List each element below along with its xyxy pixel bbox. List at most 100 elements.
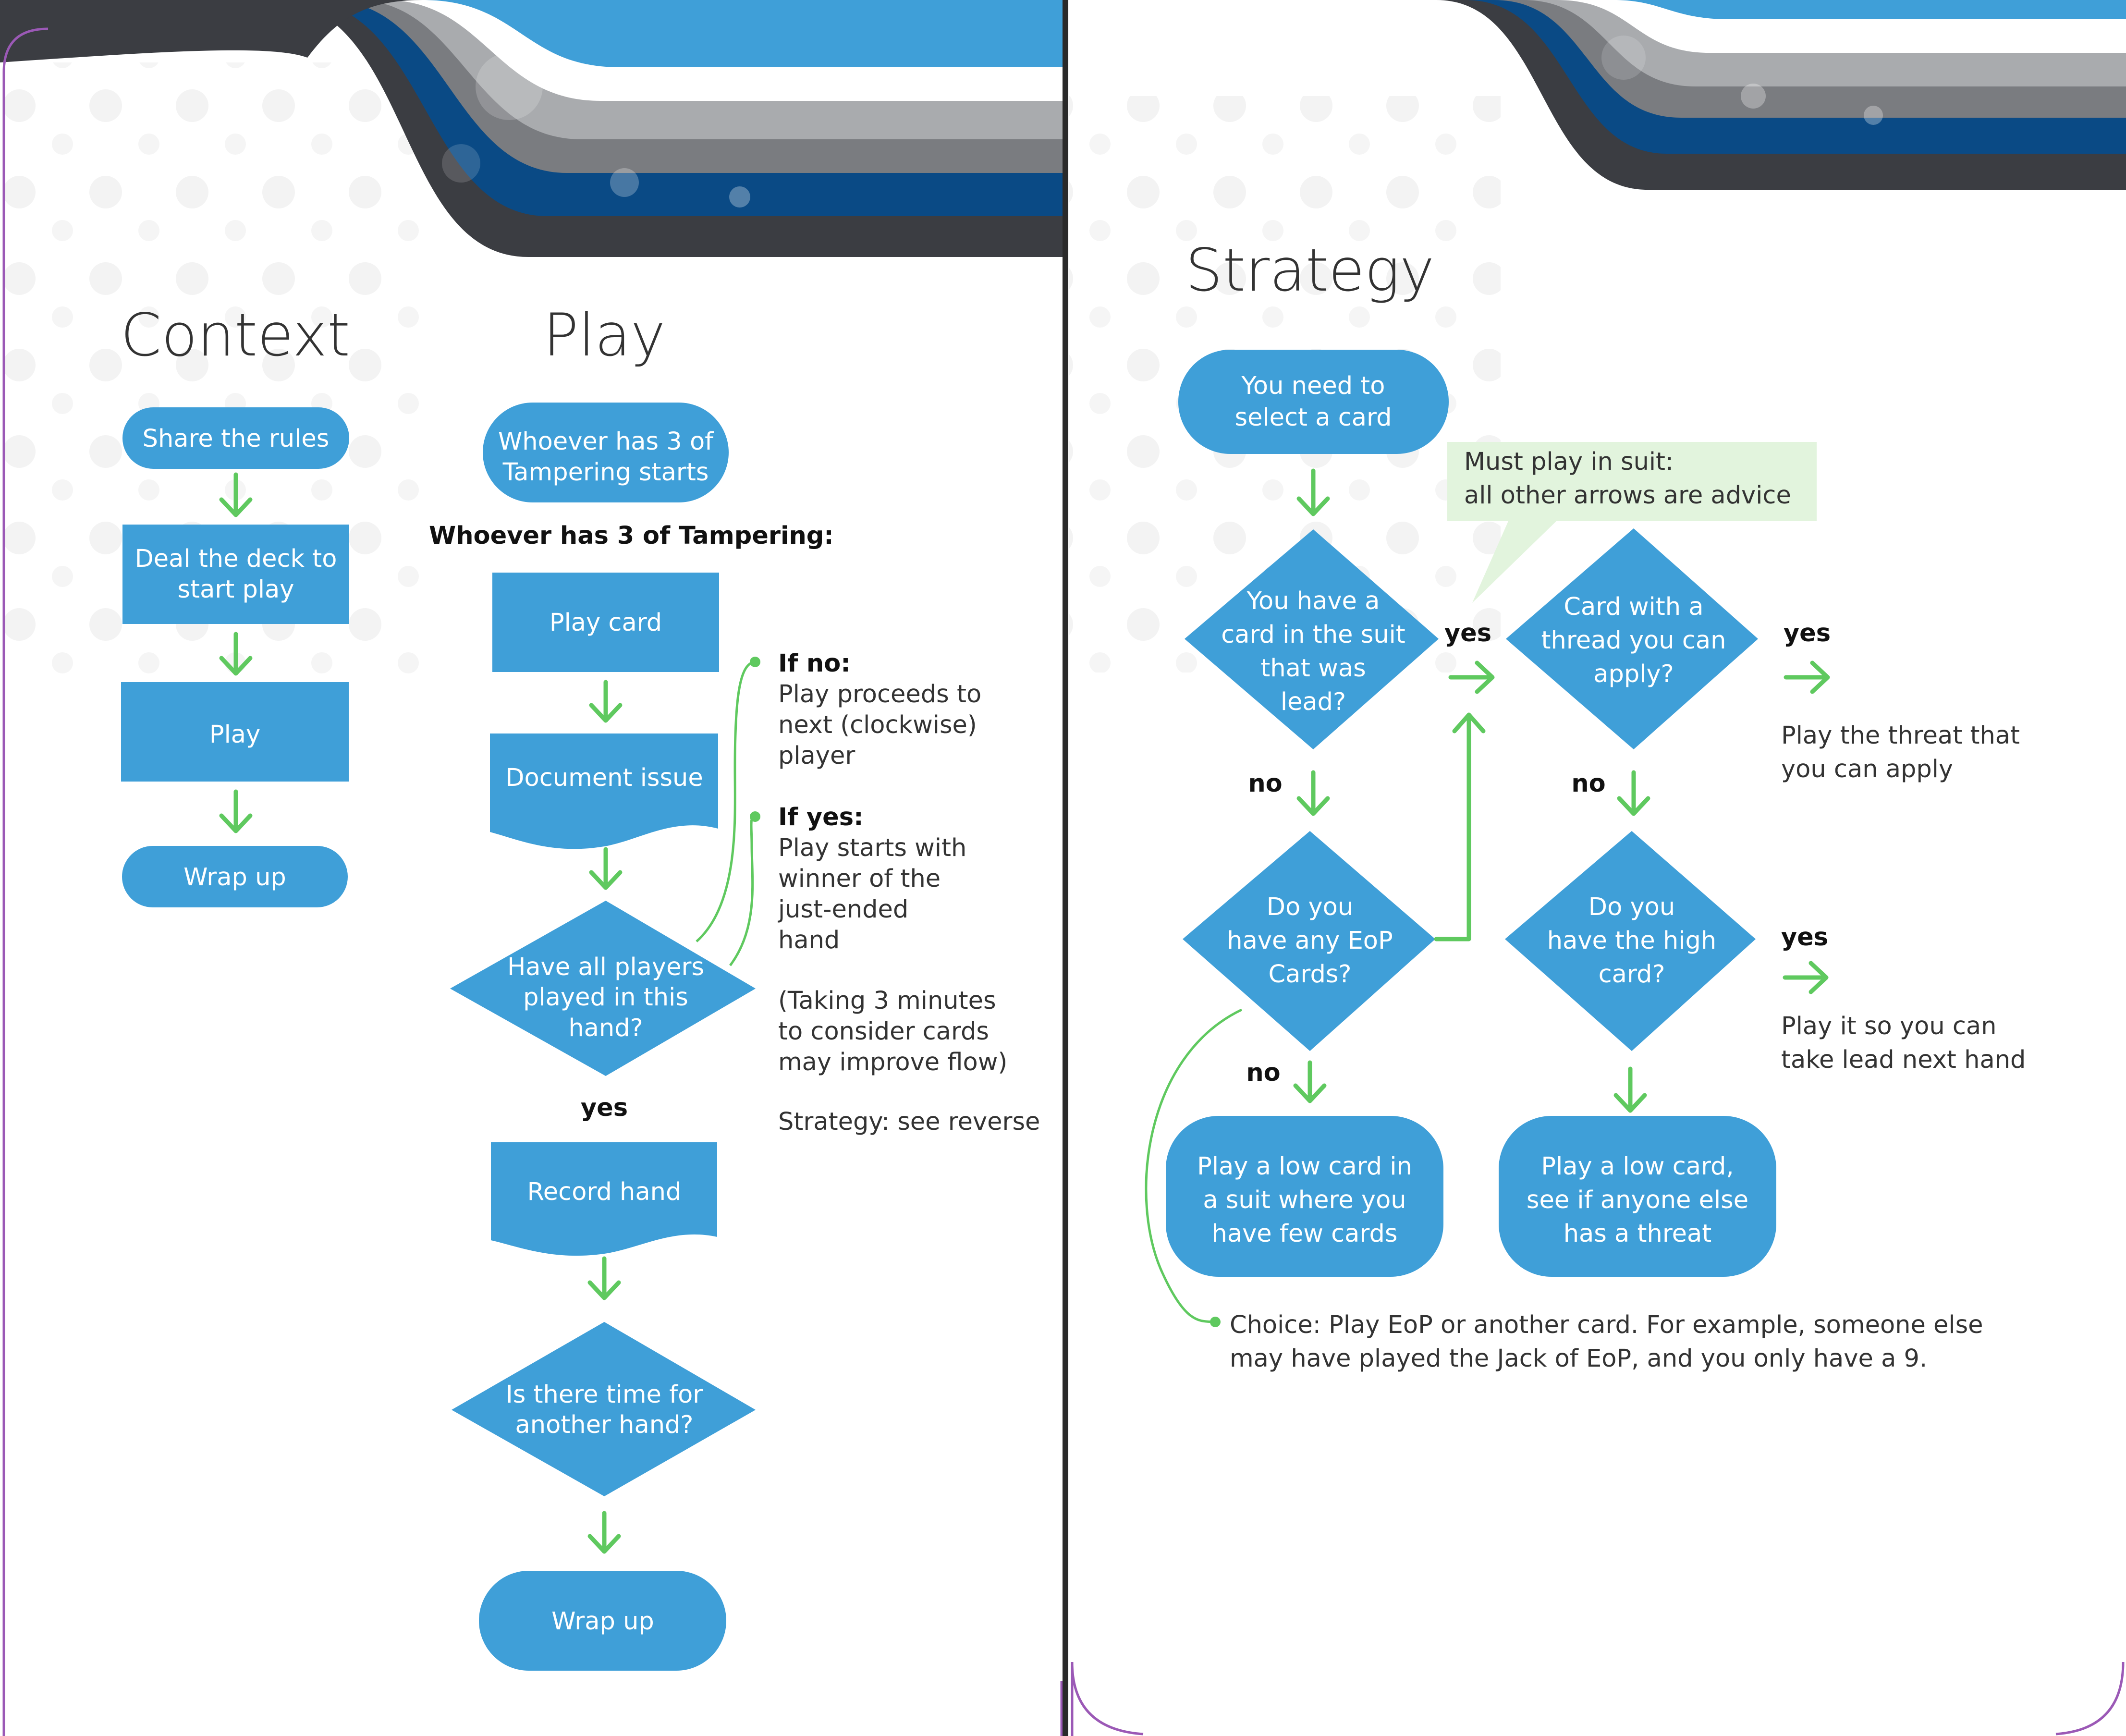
decision-line: apply? xyxy=(1593,660,1674,688)
play-card-label: Play card xyxy=(550,609,662,637)
document-issue-box: Document issue xyxy=(490,734,718,849)
note-heading: If yes: xyxy=(778,803,864,831)
decision-line: Do you xyxy=(1588,893,1675,921)
context-step-label: Deal the deck to xyxy=(135,545,337,573)
callout-line: Must play in suit: xyxy=(1464,448,1674,476)
result-line: Play the threat that xyxy=(1781,721,2020,750)
strategy-start-line: select a card xyxy=(1235,403,1392,432)
end-low-card-suit: Play a low card in a suit where you have… xyxy=(1166,1116,1443,1277)
arrow-down-icon xyxy=(1613,1066,1647,1113)
callout-line: all other arrows are advice xyxy=(1464,481,1791,510)
play-start-line: Tampering starts xyxy=(502,458,709,487)
decision-line: that was xyxy=(1260,654,1366,683)
document-issue-label: Document issue xyxy=(505,764,703,792)
arrow-down-icon xyxy=(1617,770,1650,816)
decision-line: Have all players xyxy=(507,953,704,981)
end-line: Play a low card, xyxy=(1541,1152,1734,1181)
callout-dot xyxy=(1210,1317,1221,1327)
decision-line: You have a xyxy=(1246,587,1380,615)
record-hand-box: Record hand xyxy=(491,1142,717,1256)
must-play-callout: Must play in suit: all other arrows are … xyxy=(1447,442,1817,603)
decision-line: card in the suit xyxy=(1221,621,1405,649)
decision-eop: Do you have any EoP Cards? xyxy=(1183,831,1435,1051)
choice-note-line: may have played the Jack of EoP, and you… xyxy=(1230,1345,1927,1373)
decision-in-suit: You have a card in the suit that was lea… xyxy=(1185,529,1439,749)
arrow-right-icon xyxy=(1448,660,1495,694)
callout-dot xyxy=(750,657,760,667)
decision-high-card: Do you have the high card? xyxy=(1505,831,1756,1051)
result-line: Play it so you can xyxy=(1781,1012,1996,1040)
strategy-start-line: You need to xyxy=(1241,372,1385,400)
advice-arrow xyxy=(1434,712,1486,941)
rules-card: Context Share the rules Deal the deck to… xyxy=(0,0,1064,1736)
arrow-right-icon xyxy=(1784,660,1830,694)
yes-label: yes xyxy=(1781,923,1828,952)
card-border xyxy=(2,27,1063,1736)
end-line: have few cards xyxy=(1212,1220,1398,1248)
note-line: (Taking 3 minutes xyxy=(778,987,996,1015)
no-label: no xyxy=(1571,770,1605,798)
arrow-down-icon xyxy=(219,789,253,833)
end-line: a suit where you xyxy=(1203,1186,1406,1214)
note-line: player xyxy=(778,742,855,770)
result-line: you can apply xyxy=(1781,755,1953,783)
context-step-wrap-up: Wrap up xyxy=(122,846,348,907)
decision-all-played: Have all players played in this hand? xyxy=(450,901,756,1076)
callout-line-yes xyxy=(729,815,756,966)
play-start-line: Whoever has 3 of xyxy=(498,428,714,456)
record-hand-label: Record hand xyxy=(527,1178,682,1206)
decision-line: Card with a xyxy=(1564,593,1703,621)
arrow-down-icon xyxy=(1296,468,1330,516)
end-line: Play a low card in xyxy=(1197,1152,1412,1181)
decorative-wave-bands xyxy=(1069,0,2126,190)
play-card-box: Play card xyxy=(492,573,719,672)
decision-line: have any EoP xyxy=(1227,927,1393,955)
choice-callout-line xyxy=(1145,1008,1243,1323)
note-line: to consider cards xyxy=(778,1017,989,1046)
decision-line: Cards? xyxy=(1269,960,1352,989)
card-border xyxy=(1071,1662,2125,1736)
end-low-card-see: Play a low card, see if anyone else has … xyxy=(1499,1116,1776,1277)
end-line: see if anyone else xyxy=(1527,1186,1748,1214)
no-label: no xyxy=(1248,770,1282,798)
context-step-play: Play xyxy=(121,682,349,782)
note-line: may improve flow) xyxy=(778,1048,1007,1076)
note-line: Play starts with xyxy=(778,834,966,862)
play-title: Play xyxy=(543,301,665,369)
strategy-start: You need to select a card xyxy=(1178,350,1449,454)
context-step-label: Share the rules xyxy=(143,425,330,453)
choice-note-line: Choice: Play EoP or another card. For ex… xyxy=(1230,1311,1983,1339)
context-step-label: Wrap up xyxy=(183,863,286,892)
arrow-right-icon xyxy=(1783,961,1829,994)
result-line: take lead next hand xyxy=(1781,1046,2026,1074)
arrow-down-icon xyxy=(589,680,623,723)
decision-line: Is there time for xyxy=(506,1381,703,1409)
strategy-title: Strategy xyxy=(1185,236,1435,305)
note-line: winner of the xyxy=(778,865,941,893)
note-heading: If no: xyxy=(778,649,851,678)
no-label: no xyxy=(1246,1059,1280,1087)
arrow-down-icon xyxy=(587,1256,621,1300)
note-line: hand xyxy=(778,926,840,954)
decision-line: thread you can xyxy=(1541,626,1726,655)
note-if-yes: If yes: Play starts with winner of the j… xyxy=(778,803,966,954)
yes-label: yes xyxy=(1444,619,1491,648)
decision-line: another hand? xyxy=(515,1411,694,1439)
decision-threat: Card with a thread you can apply? xyxy=(1506,528,1758,749)
note-strategy: Strategy: see reverse xyxy=(778,1108,1040,1136)
play-wrap-up: Wrap up xyxy=(479,1571,726,1671)
context-step-share-rules: Share the rules xyxy=(122,407,349,469)
context-step-label: start play xyxy=(178,575,294,604)
yes-label: yes xyxy=(581,1094,628,1122)
arrow-down-icon xyxy=(1293,1060,1327,1103)
context-step-label: Play xyxy=(209,721,260,749)
arrow-down-icon xyxy=(219,632,253,676)
decision-line: have the high xyxy=(1547,927,1716,955)
note-if-no: If no: Play proceeds to next (clockwise)… xyxy=(778,649,981,770)
card-divider xyxy=(1063,0,1068,1736)
play-wrap-up-label: Wrap up xyxy=(551,1607,654,1636)
note-timing: (Taking 3 minutes to consider cards may … xyxy=(778,987,1007,1076)
play-subhead: Whoever has 3 of Tampering: xyxy=(429,522,834,550)
note-line: Play proceeds to xyxy=(778,680,981,709)
